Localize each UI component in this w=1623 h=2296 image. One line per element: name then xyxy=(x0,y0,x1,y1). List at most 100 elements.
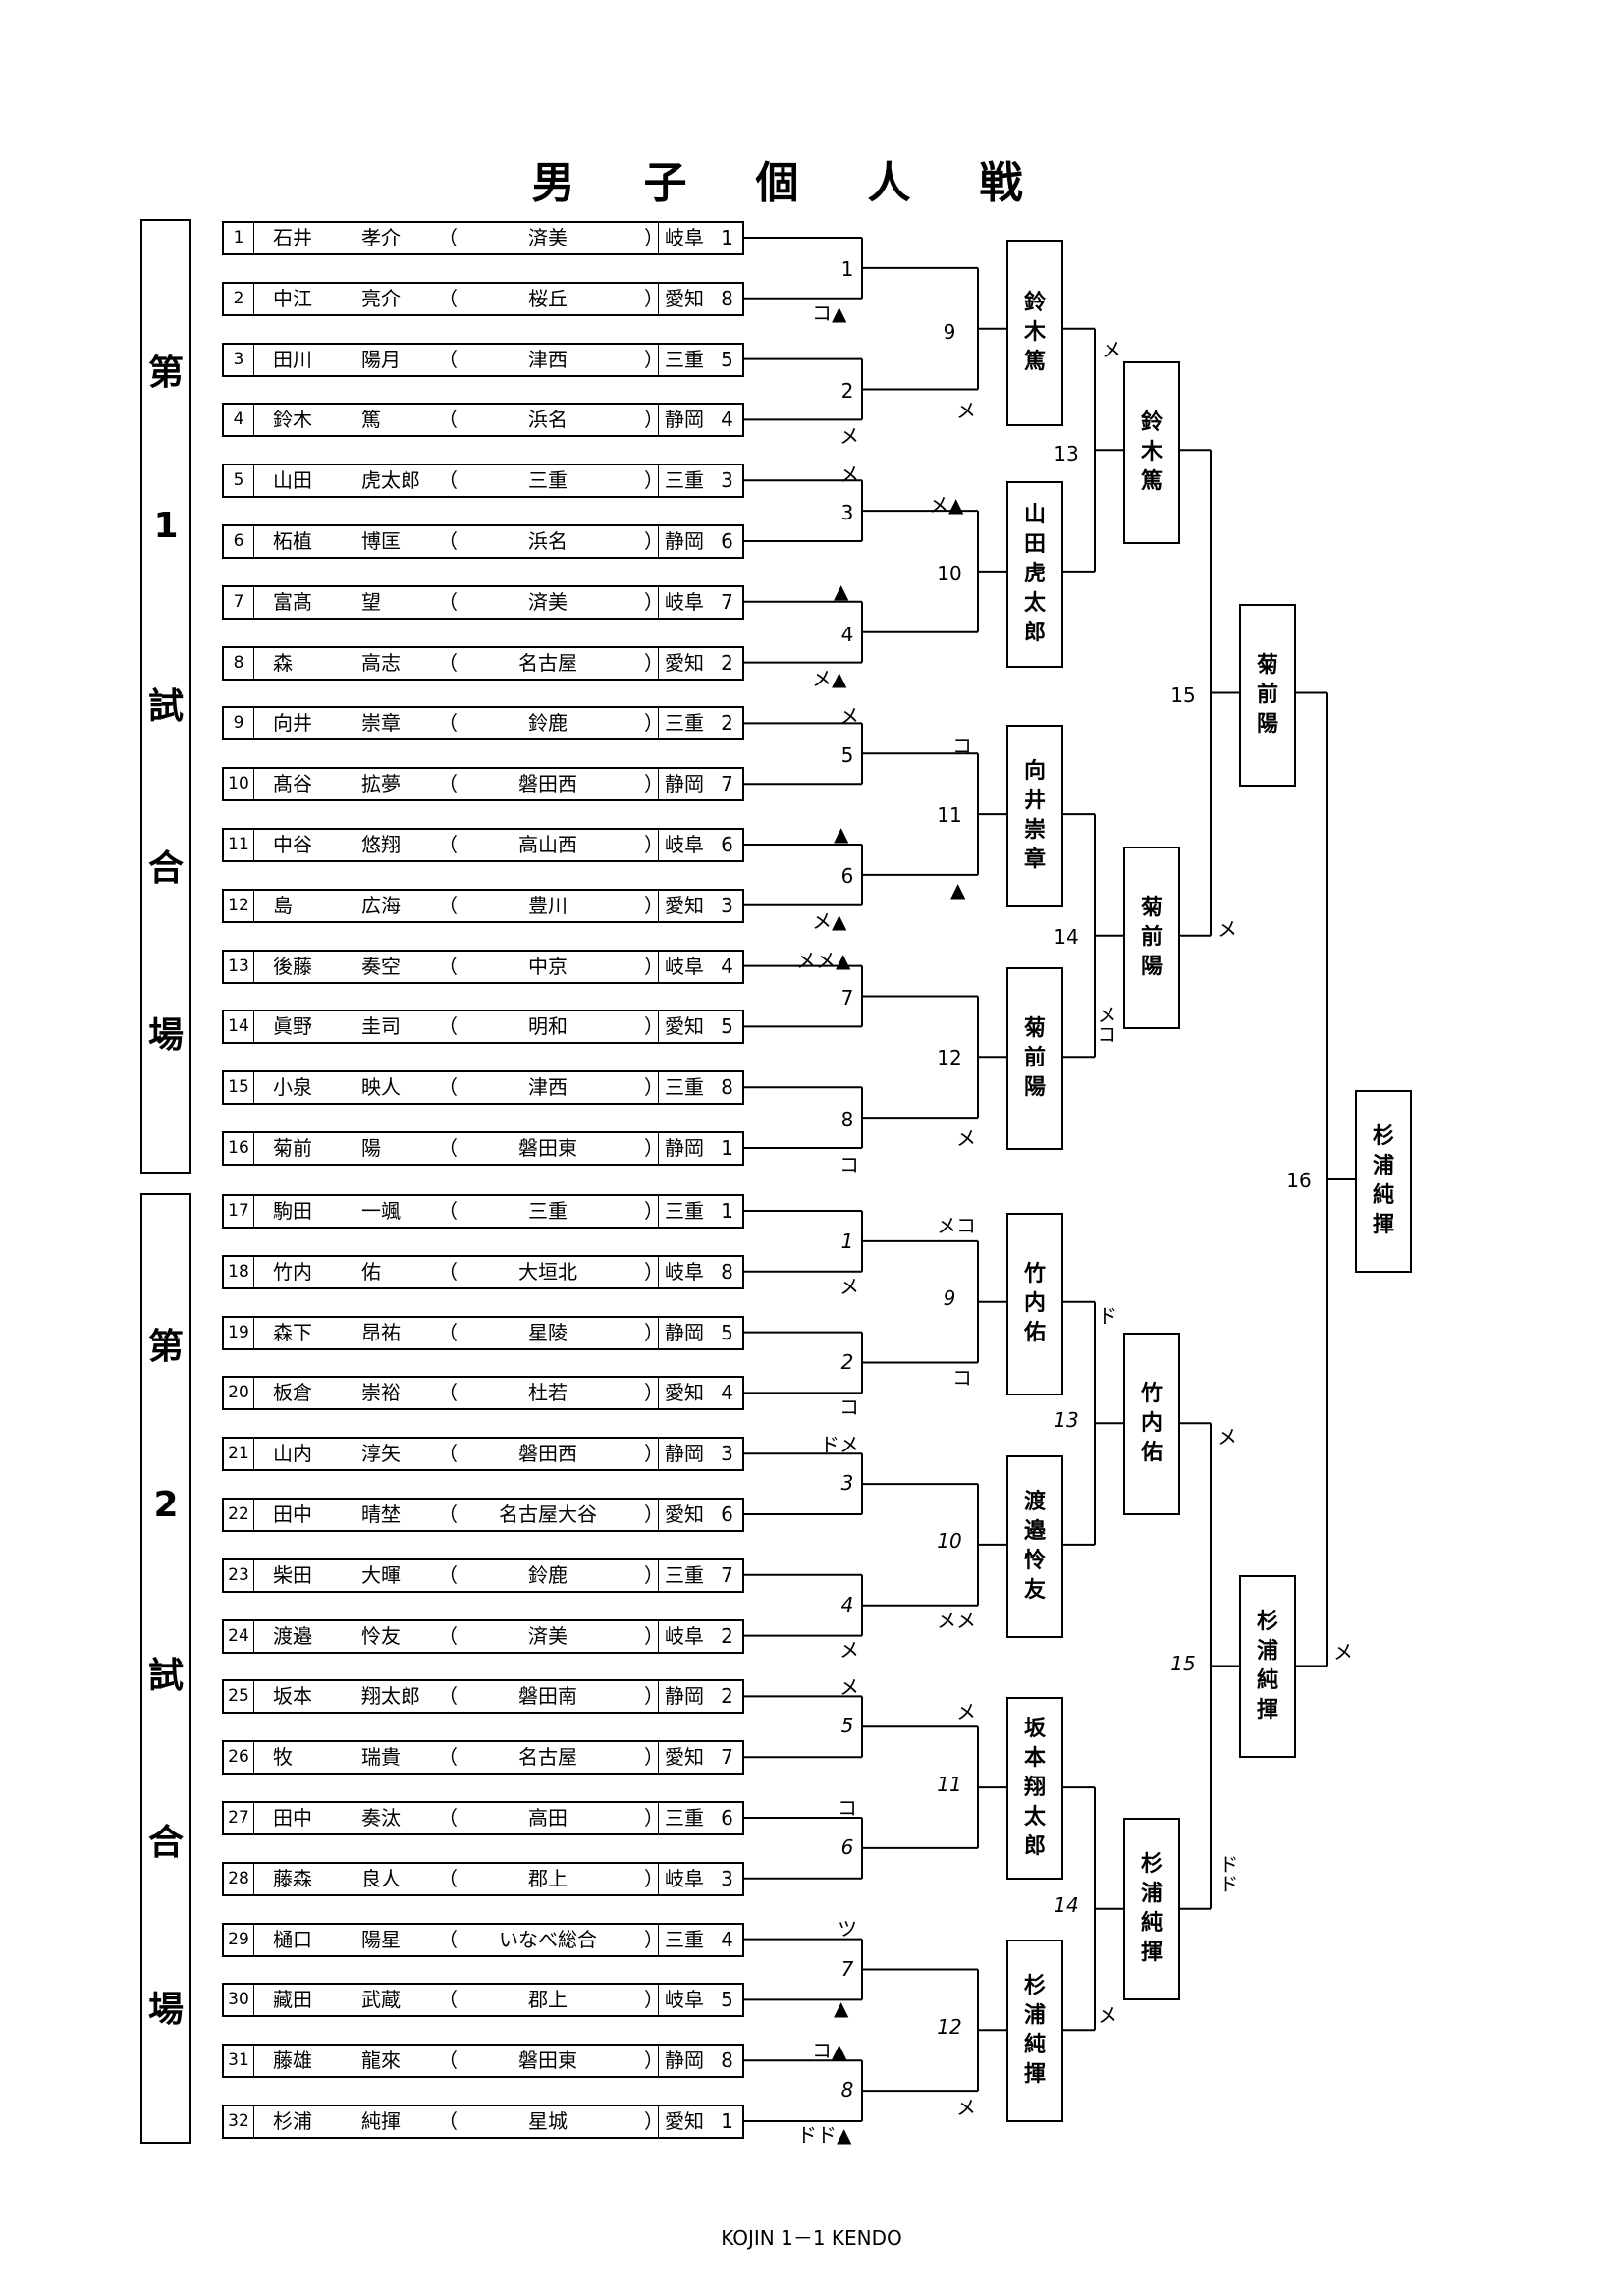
court-1-char: 場 xyxy=(147,1015,184,1056)
player-number: 12 xyxy=(224,890,254,921)
open-paren: （ xyxy=(438,1199,458,1223)
player-number: 1 xyxy=(224,223,254,253)
player-prefecture: 三重 xyxy=(658,344,746,375)
player-first-name: 崇裕 xyxy=(361,1381,401,1405)
close-paren: ） xyxy=(644,347,664,371)
winner-box: 坂本翔太郎 xyxy=(1006,1697,1063,1880)
player-seed-rank: 6 xyxy=(721,1806,733,1830)
score-mark: メ xyxy=(956,399,976,422)
player-number: 22 xyxy=(224,1500,254,1530)
score-mark: コ▲ xyxy=(812,2039,847,2062)
score-mark: メ xyxy=(839,463,859,486)
player-last-name: 中谷 xyxy=(273,833,312,856)
match-number: 15 xyxy=(1170,683,1196,707)
player-school: 済美 xyxy=(528,1623,568,1648)
score-mark: メ xyxy=(839,1675,859,1699)
score-mark: メ xyxy=(1217,1425,1237,1449)
player-prefecture: 愛知 xyxy=(658,647,746,679)
player-school: 大垣北 xyxy=(518,1259,577,1284)
player-number: 13 xyxy=(224,951,254,982)
player-prefecture: 静岡 xyxy=(658,405,746,436)
player-seed-rank: 8 xyxy=(721,1259,733,1284)
player-last-name: 坂本 xyxy=(273,1684,312,1709)
player-first-name: 怜友 xyxy=(361,1623,401,1648)
score-mark: メ▲ xyxy=(812,909,847,933)
player-seed-rank: 7 xyxy=(721,1745,733,1770)
player-first-name: 圭司 xyxy=(361,1014,401,1039)
open-paren: （ xyxy=(438,1806,458,1830)
player-seed-rank: 4 xyxy=(721,1927,733,1951)
player-seed-rank: 5 xyxy=(721,1014,733,1039)
player-seed-rank: 6 xyxy=(721,529,733,553)
close-paren: ） xyxy=(644,468,664,493)
player-last-name: 駒田 xyxy=(273,1199,312,1223)
score-mark: ▲ xyxy=(834,822,849,846)
player-prefecture: 岐阜 xyxy=(658,586,746,618)
player-prefecture: 静岡 xyxy=(658,526,746,557)
player-first-name: 昂祐 xyxy=(361,1320,401,1344)
match-number: 1 xyxy=(840,1230,854,1253)
score-mark: コ▲ xyxy=(812,301,847,325)
match-number: 10 xyxy=(937,562,962,585)
court-2-char: 試 xyxy=(147,1656,184,1696)
player-seed-rank: 5 xyxy=(721,347,733,371)
close-paren: ） xyxy=(644,2109,664,2133)
champion-box: 杉浦純揮 xyxy=(1355,1090,1412,1273)
player-first-name: 佑 xyxy=(361,1259,381,1284)
player-seed-rank: 8 xyxy=(721,1075,733,1100)
score-mark: メ xyxy=(1098,2003,1117,2027)
player-last-name: 森 xyxy=(273,650,293,675)
player-number: 19 xyxy=(224,1317,254,1348)
player-first-name: 良人 xyxy=(361,1866,401,1890)
player-prefecture: 静岡 xyxy=(658,1133,746,1164)
court-2-char: 2 xyxy=(153,1485,179,1525)
open-paren: （ xyxy=(438,1927,458,1951)
player-school: 高田 xyxy=(528,1806,568,1830)
player-last-name: 小泉 xyxy=(273,1075,312,1100)
player-school: 高山西 xyxy=(518,833,577,856)
player-prefecture: 岐阜 xyxy=(658,223,746,253)
player-school: 名古屋 xyxy=(518,1745,577,1770)
player-school: 鈴鹿 xyxy=(528,1562,568,1587)
player-school: 郡上 xyxy=(528,1866,568,1890)
court-2-char: 合 xyxy=(147,1823,184,1863)
player-seed-rank: 3 xyxy=(721,893,733,917)
player-number: 3 xyxy=(224,344,254,375)
player-last-name: 渡邉 xyxy=(273,1623,312,1648)
player-prefecture: 三重 xyxy=(658,708,746,739)
open-paren: （ xyxy=(438,1988,458,2012)
player-number: 16 xyxy=(224,1133,254,1164)
player-number: 31 xyxy=(224,2046,254,2077)
player-seed-rank: 1 xyxy=(721,2109,733,2133)
player-school: 名古屋 xyxy=(518,650,577,675)
winner-box: 竹内佑 xyxy=(1123,1333,1180,1515)
open-paren: （ xyxy=(438,1866,458,1890)
player-first-name: 淳矢 xyxy=(361,1442,401,1466)
player-prefecture: 静岡 xyxy=(658,1439,746,1470)
player-seed-rank: 6 xyxy=(721,833,733,856)
player-seed-rank: 7 xyxy=(721,772,733,796)
winner-box: 杉浦純揮 xyxy=(1123,1818,1180,2000)
winner-box: 鈴木篤 xyxy=(1006,240,1063,426)
player-prefecture: 岐阜 xyxy=(658,1985,746,2016)
open-paren: （ xyxy=(438,1259,458,1284)
close-paren: ） xyxy=(644,893,664,917)
open-paren: （ xyxy=(438,529,458,553)
player-school: 津西 xyxy=(528,347,568,371)
match-number: 3 xyxy=(840,1471,854,1495)
player-last-name: 菊前 xyxy=(273,1136,312,1160)
player-school: 浜名 xyxy=(528,529,568,553)
player-last-name: 山田 xyxy=(273,468,312,493)
score-mark: メメ xyxy=(937,1609,976,1632)
match-number: 2 xyxy=(840,1350,854,1374)
player-prefecture: 三重 xyxy=(658,1072,746,1104)
player-school: 磐田南 xyxy=(518,1684,577,1709)
score-mark: コ xyxy=(952,1366,972,1390)
